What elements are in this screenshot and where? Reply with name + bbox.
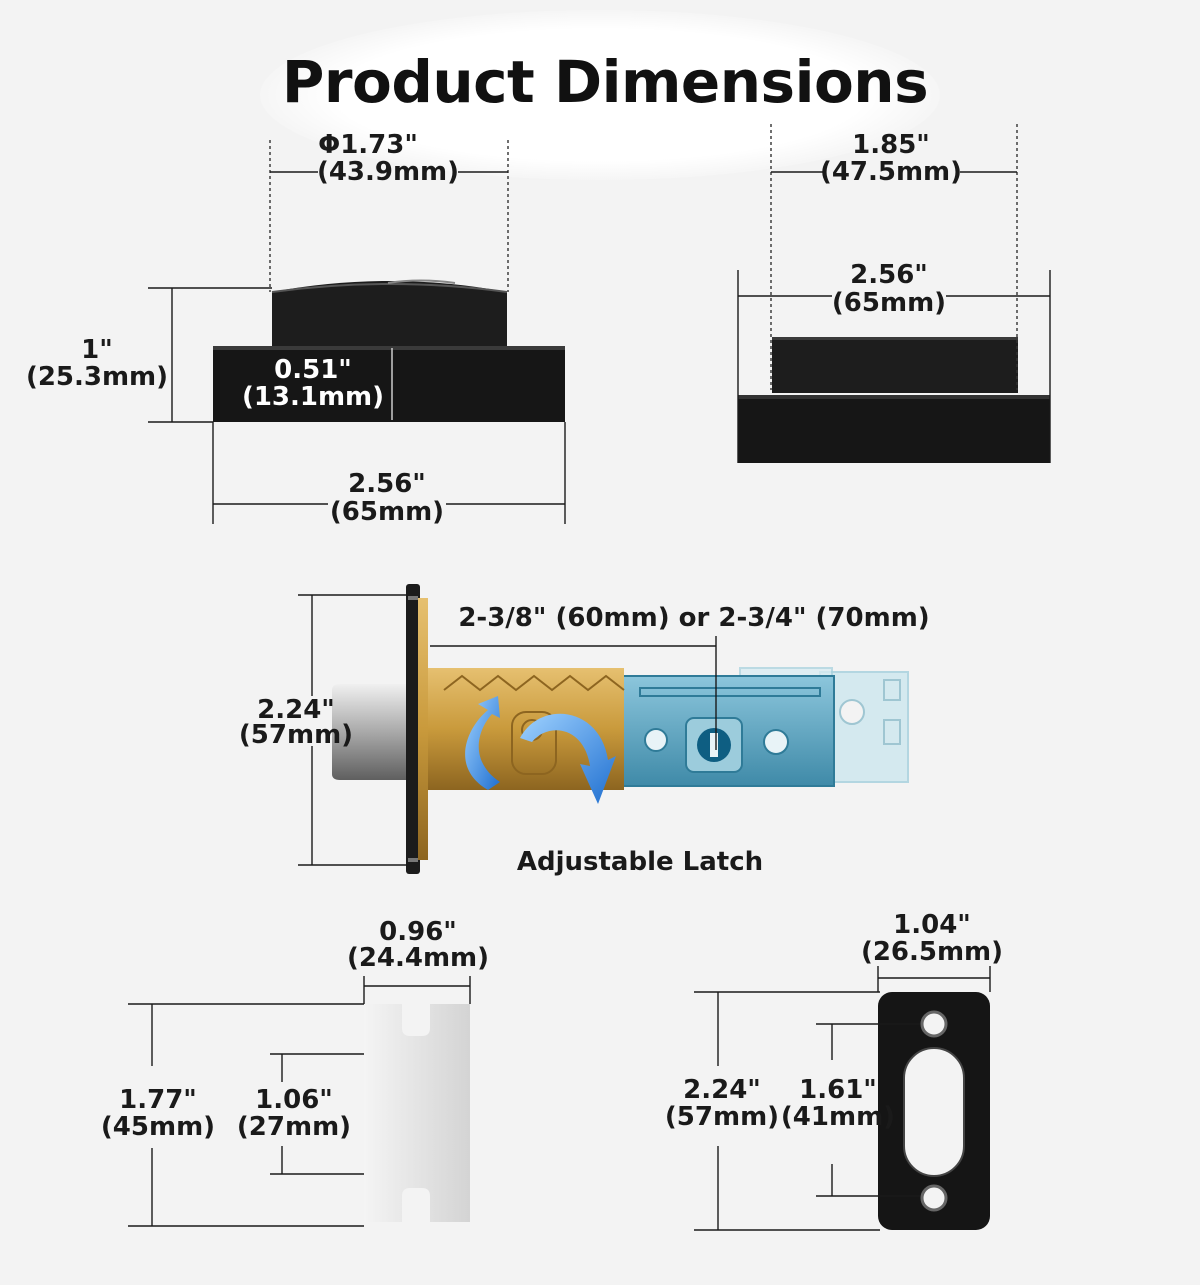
lock-top-view [738,337,1050,463]
strike-height-mm: (57mm) [665,1102,779,1132]
title-glow [260,10,940,180]
strike-hole-span-mm: (41mm) [781,1102,895,1132]
strike-hole-span-inch: 1.61" [799,1075,877,1105]
top-width-mm: (65mm) [832,288,946,318]
side-height-mm: (25.3mm) [26,362,168,392]
lock-side-view [213,279,565,422]
plate-height-mm: (45mm) [101,1112,215,1142]
base-width-inch: 2.56" [348,469,426,499]
strike-height-inch: 2.24" [683,1075,761,1105]
strike-width-inch: 1.04" [893,910,971,940]
top-depth-inch: 1.85" [852,130,930,160]
plate-width-mm: (24.4mm) [347,943,489,973]
plate-hole-span-inch: 1.06" [255,1085,333,1115]
top-width-inch: 2.56" [850,260,928,290]
latch-assembly [332,584,909,874]
collar-height-mm: (13.1mm) [242,382,384,412]
black-strike-plate [878,992,990,1230]
plate-width-inch: 0.96" [379,917,457,947]
latch-height-mm: (57mm) [239,720,353,750]
diameter-inch: Φ1.73" [318,130,418,160]
diameter-mm: (43.9mm) [317,157,459,187]
latch-backset: 2-3/8" (60mm) or 2-3/4" (70mm) [458,603,929,633]
plate-height-inch: 1.77" [119,1085,197,1115]
page-title: Product Dimensions [281,48,929,116]
side-height-inch: 1" [81,335,113,365]
collar-height-inch: 0.51" [274,355,352,385]
white-strike-plate [364,1004,470,1222]
strike-width-mm: (26.5mm) [861,937,1003,967]
latch-height-inch: 2.24" [257,695,335,725]
top-depth-mm: (47.5mm) [820,157,962,187]
base-width-mm: (65mm) [330,497,444,527]
latch-caption: Adjustable Latch [517,847,763,877]
plate-hole-span-mm: (27mm) [237,1112,351,1142]
